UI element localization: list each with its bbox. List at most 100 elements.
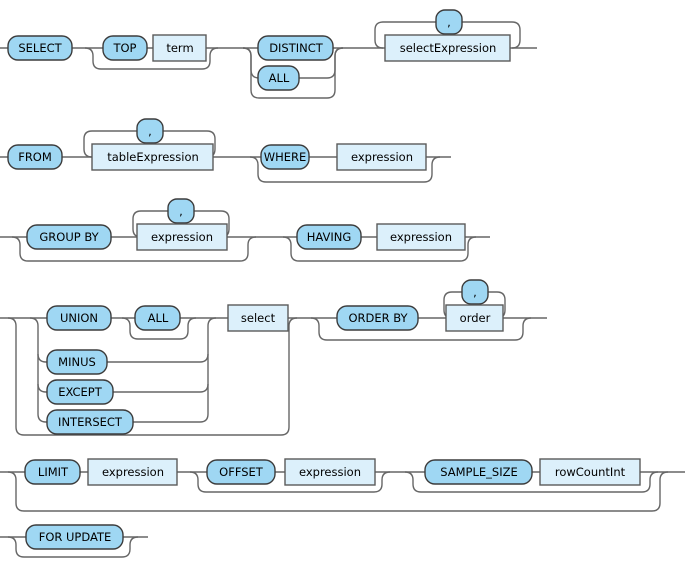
comma-2-shape bbox=[136, 118, 164, 144]
rule-expression-5-shape bbox=[284, 458, 376, 486]
keyword-distinct-label: DISTINCT bbox=[269, 41, 324, 55]
keyword-group-by: GROUP BY bbox=[26, 224, 112, 250]
keyword-all-2-shape bbox=[134, 305, 181, 331]
rule-select-label: select bbox=[241, 311, 276, 325]
rule-term: term bbox=[152, 34, 207, 62]
rule-expression-4: expression bbox=[87, 458, 178, 486]
keyword-for-update: FOR UPDATE bbox=[25, 524, 124, 550]
keyword-having: HAVING bbox=[296, 224, 362, 250]
rule-select-expression: selectExpression bbox=[384, 34, 511, 62]
intersect-exit-merge-line bbox=[133, 317, 217, 423]
rule-row-count-int: rowCountInt bbox=[539, 458, 641, 486]
keyword-limit-label: LIMIT bbox=[38, 465, 69, 479]
keyword-where-shape bbox=[260, 144, 310, 170]
keyword-select: SELECT bbox=[7, 35, 73, 61]
rule-expression-2: expression bbox=[136, 223, 228, 251]
keyword-order-by-shape bbox=[336, 305, 419, 331]
keyword-intersect-shape bbox=[46, 409, 134, 435]
where-bypass-line bbox=[249, 156, 441, 183]
comma-4-shape bbox=[461, 279, 489, 305]
groupby-bypass-line bbox=[11, 236, 257, 262]
keyword-except-shape bbox=[46, 379, 114, 405]
keyword-from: FROM bbox=[7, 144, 63, 170]
keyword-top: TOP bbox=[102, 35, 148, 61]
rule-expression-5-label: expression bbox=[299, 465, 361, 479]
comma-separator-icon-4: , bbox=[461, 279, 489, 305]
keyword-for-update-shape bbox=[25, 524, 124, 550]
samplesize-bypass-line bbox=[404, 471, 659, 493]
keyword-intersect-label: INTERSECT bbox=[58, 415, 123, 429]
keyword-all-1-label: ALL bbox=[269, 71, 290, 85]
top-bypass-line bbox=[84, 47, 219, 70]
rule-expression-4-label: expression bbox=[102, 465, 164, 479]
keyword-having-label: HAVING bbox=[307, 230, 352, 244]
keyword-having-shape bbox=[296, 224, 362, 250]
keyword-group-by-shape bbox=[26, 224, 112, 250]
all-bypass-line bbox=[121, 317, 197, 340]
branch-split-line bbox=[29, 317, 47, 423]
rule-table-expression-label: tableExpression bbox=[107, 150, 199, 164]
keyword-where-label: WHERE bbox=[264, 150, 307, 164]
rule-expression-3: expression bbox=[376, 223, 466, 251]
rule-table-expression: tableExpression bbox=[91, 143, 214, 171]
rule-order-shape bbox=[445, 304, 504, 332]
keyword-minus-shape bbox=[46, 349, 108, 375]
keyword-distinct: DISTINCT bbox=[257, 35, 334, 61]
rule-term-shape bbox=[152, 34, 207, 62]
except-exit-line bbox=[113, 383, 209, 393]
rule-expression-5: expression bbox=[284, 458, 376, 486]
keyword-union-label: UNION bbox=[60, 311, 98, 325]
keyword-from-label: FROM bbox=[18, 150, 52, 164]
keyword-top-shape bbox=[102, 35, 148, 61]
rule-expression-2-label: expression bbox=[151, 230, 213, 244]
keyword-offset-shape bbox=[206, 459, 276, 485]
minus-exit-line bbox=[107, 353, 209, 363]
keyword-order-by-label: ORDER BY bbox=[348, 311, 408, 325]
comma-2-label: , bbox=[148, 124, 152, 138]
keyword-sample-size-shape bbox=[424, 459, 533, 485]
keyword-sample-size: SAMPLE_SIZE bbox=[424, 459, 533, 485]
rule-expression-3-shape bbox=[376, 223, 466, 251]
union-group-bypass-line bbox=[7, 317, 298, 436]
keyword-minus-label: MINUS bbox=[58, 355, 96, 369]
keyword-all-1-shape bbox=[257, 65, 300, 91]
keyword-minus: MINUS bbox=[46, 349, 108, 375]
keyword-offset-label: OFFSET bbox=[219, 465, 264, 479]
rule-expression-3-label: expression bbox=[390, 230, 452, 244]
keyword-except: EXCEPT bbox=[46, 379, 114, 405]
offset-bypass-line bbox=[189, 471, 391, 493]
rule-select: select bbox=[227, 304, 289, 332]
keyword-for-update-label: FOR UPDATE bbox=[39, 530, 112, 544]
keyword-intersect: INTERSECT bbox=[46, 409, 134, 435]
comma-3-shape bbox=[167, 198, 195, 224]
keyword-limit-shape bbox=[24, 459, 81, 485]
comma-separator-icon-2: , bbox=[136, 118, 164, 144]
rule-term-label: term bbox=[166, 41, 193, 55]
rule-select-expression-label: selectExpression bbox=[400, 41, 497, 55]
branch-minus-entry-line bbox=[37, 353, 47, 363]
keyword-group-by-label: GROUP BY bbox=[39, 230, 99, 244]
keyword-select-shape bbox=[7, 35, 73, 61]
rule-order-label: order bbox=[460, 311, 491, 325]
distinct-skip-line bbox=[242, 47, 344, 99]
keyword-top-label: TOP bbox=[112, 41, 136, 55]
comma-1-label: , bbox=[447, 15, 451, 29]
forupdate-bypass-line bbox=[7, 536, 139, 558]
rule-expression-1-label: expression bbox=[351, 150, 413, 164]
rule-order: order bbox=[445, 304, 504, 332]
comma-4-label: , bbox=[473, 285, 477, 299]
rule-expression-1: expression bbox=[336, 143, 427, 171]
keyword-order-by: ORDER BY bbox=[336, 305, 419, 331]
keyword-except-label: EXCEPT bbox=[58, 385, 103, 399]
keyword-select-label: SELECT bbox=[18, 41, 62, 55]
branch-except-entry-line bbox=[37, 383, 47, 393]
rule-expression-1-shape bbox=[336, 143, 427, 171]
keyword-offset: OFFSET bbox=[206, 459, 276, 485]
comma-3-label: , bbox=[179, 204, 183, 218]
rule-select-shape bbox=[227, 304, 289, 332]
keyword-sample-size-label: SAMPLE_SIZE bbox=[440, 465, 518, 479]
comma-separator-icon-1: , bbox=[435, 9, 463, 35]
keyword-all-1: ALL bbox=[257, 65, 300, 91]
